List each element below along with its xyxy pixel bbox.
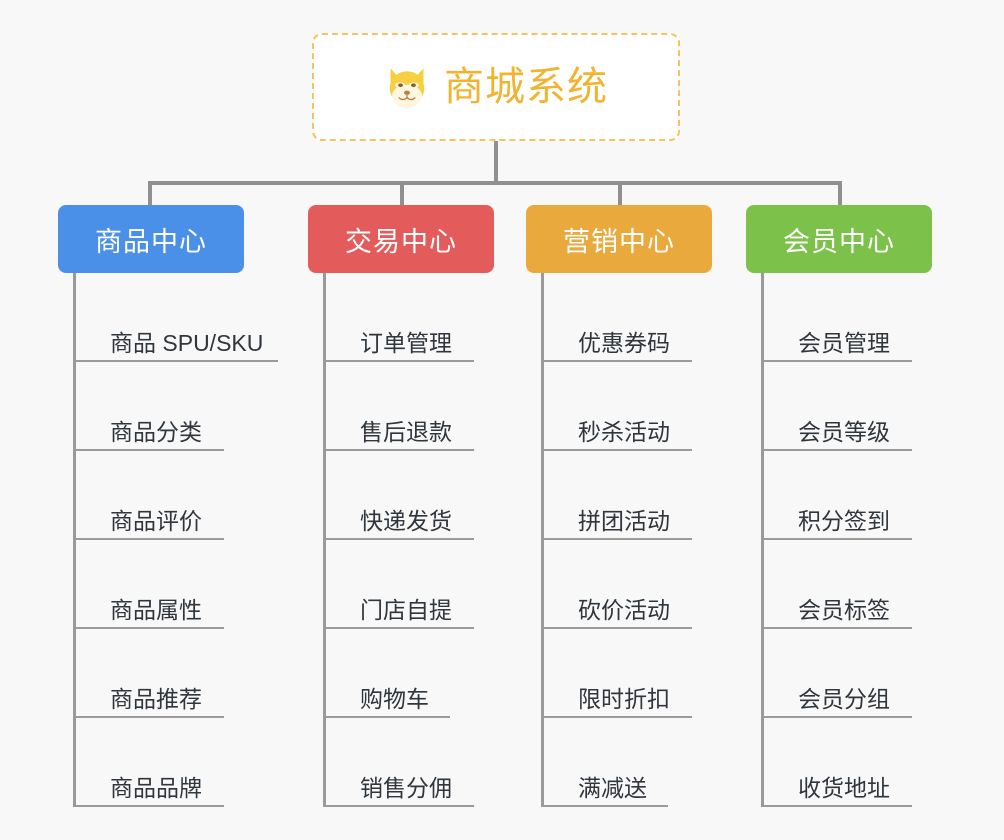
- list-item[interactable]: 砍价活动: [544, 540, 712, 629]
- leaf-label: 订单管理: [360, 329, 452, 356]
- leaf-label: 拼团活动: [578, 507, 670, 534]
- leaf-underline: [544, 805, 668, 807]
- category-header-trade-center[interactable]: 交易中心: [308, 205, 494, 273]
- column-trade-center: 交易中心 订单管理 售后退款 快递发货 门店自提 购物车: [308, 205, 494, 807]
- leaf-underline: [764, 360, 912, 362]
- leaf-label: 积分签到: [798, 507, 890, 534]
- list-item[interactable]: 购物车: [326, 629, 494, 718]
- list-item[interactable]: 快递发货: [326, 451, 494, 540]
- connector-root-stem: [494, 141, 498, 183]
- list-item[interactable]: 会员管理: [764, 273, 932, 362]
- connector-drop-trade-center: [400, 181, 404, 205]
- list-item[interactable]: 商品品牌: [76, 718, 244, 807]
- leaf-underline: [544, 627, 692, 629]
- leaf-label: 会员标签: [798, 596, 890, 623]
- leaf-underline: [326, 627, 474, 629]
- connector-drop-marketing-center: [618, 181, 622, 205]
- leaf-underline: [544, 360, 692, 362]
- list-item[interactable]: 拼团活动: [544, 451, 712, 540]
- list-item[interactable]: 会员等级: [764, 362, 932, 451]
- category-header-marketing-center[interactable]: 营销中心: [526, 205, 712, 273]
- list-item[interactable]: 满减送: [544, 718, 712, 807]
- list-item[interactable]: 商品分类: [76, 362, 244, 451]
- root-node-label: 商城系统: [444, 65, 608, 109]
- leaf-underline: [544, 716, 692, 718]
- list-item[interactable]: 限时折扣: [544, 629, 712, 718]
- connector-drop-product-center: [148, 181, 152, 205]
- leaf-label: 会员等级: [798, 418, 890, 445]
- list-item[interactable]: 门店自提: [326, 540, 494, 629]
- category-label: 商品中心: [95, 226, 207, 257]
- leaf-list-marketing-center: 优惠券码 秒杀活动 拼团活动 砍价活动 限时折扣 满减送: [541, 273, 712, 807]
- list-item[interactable]: 商品属性: [76, 540, 244, 629]
- leaf-label: 收货地址: [798, 774, 890, 801]
- leaf-label: 会员分组: [798, 685, 890, 712]
- connector-drop-member-center: [838, 181, 842, 205]
- leaf-underline: [764, 449, 912, 451]
- leaf-label: 砍价活动: [578, 596, 670, 623]
- list-item[interactable]: 售后退款: [326, 362, 494, 451]
- list-item[interactable]: 积分签到: [764, 451, 932, 540]
- leaf-underline: [76, 627, 224, 629]
- column-product-center: 商品中心 商品 SPU/SKU 商品分类 商品评价 商品属性 商品推荐: [58, 205, 278, 807]
- list-item[interactable]: 收货地址: [764, 718, 932, 807]
- leaf-underline: [326, 805, 474, 807]
- leaf-label: 快递发货: [360, 507, 452, 534]
- leaf-underline: [76, 805, 224, 807]
- connector-horizontal-bus: [148, 181, 840, 185]
- leaf-list-product-center: 商品 SPU/SKU 商品分类 商品评价 商品属性 商品推荐 商品品牌: [73, 273, 278, 807]
- leaf-underline: [326, 716, 450, 718]
- list-item[interactable]: 会员分组: [764, 629, 932, 718]
- leaf-underline: [76, 716, 224, 718]
- leaf-underline: [76, 449, 224, 451]
- leaf-underline: [76, 538, 224, 540]
- category-label: 交易中心: [345, 226, 457, 257]
- leaf-underline: [326, 449, 474, 451]
- root-node-mall-system[interactable]: 商城系统: [312, 33, 680, 141]
- leaf-label: 商品 SPU/SKU: [110, 329, 264, 356]
- column-member-center: 会员中心 会员管理 会员等级 积分签到 会员标签 会员分组: [746, 205, 932, 807]
- list-item[interactable]: 销售分佣: [326, 718, 494, 807]
- leaf-underline: [544, 449, 692, 451]
- leaf-list-member-center: 会员管理 会员等级 积分签到 会员标签 会员分组 收货地址: [761, 273, 932, 807]
- leaf-label: 优惠券码: [578, 329, 670, 356]
- list-item[interactable]: 订单管理: [326, 273, 494, 362]
- leaf-label: 购物车: [360, 685, 429, 712]
- leaf-label: 满减送: [578, 774, 647, 801]
- leaf-label: 售后退款: [360, 418, 452, 445]
- leaf-underline: [544, 538, 692, 540]
- leaf-label: 商品属性: [110, 596, 202, 623]
- leaf-label: 秒杀活动: [578, 418, 670, 445]
- list-item[interactable]: 会员标签: [764, 540, 932, 629]
- leaf-label: 商品评价: [110, 507, 202, 534]
- leaf-underline: [764, 538, 912, 540]
- leaf-list-trade-center: 订单管理 售后退款 快递发货 门店自提 购物车 销售分佣: [323, 273, 494, 807]
- column-marketing-center: 营销中心 优惠券码 秒杀活动 拼团活动 砍价活动 限时折扣: [526, 205, 712, 807]
- leaf-underline: [326, 360, 474, 362]
- list-item[interactable]: 商品 SPU/SKU: [76, 273, 278, 362]
- category-label: 会员中心: [783, 226, 895, 257]
- leaf-label: 销售分佣: [360, 774, 452, 801]
- shiba-dog-face-icon: [389, 68, 425, 109]
- leaf-label: 商品品牌: [110, 774, 202, 801]
- leaf-label: 限时折扣: [578, 685, 670, 712]
- leaf-label: 门店自提: [360, 596, 452, 623]
- leaf-label: 商品分类: [110, 418, 202, 445]
- category-header-product-center[interactable]: 商品中心: [58, 205, 244, 273]
- category-label: 营销中心: [563, 226, 675, 257]
- leaf-label: 会员管理: [798, 329, 890, 356]
- leaf-label: 商品推荐: [110, 685, 202, 712]
- category-header-member-center[interactable]: 会员中心: [746, 205, 932, 273]
- list-item[interactable]: 优惠券码: [544, 273, 712, 362]
- list-item[interactable]: 秒杀活动: [544, 362, 712, 451]
- leaf-underline: [326, 538, 474, 540]
- list-item[interactable]: 商品推荐: [76, 629, 244, 718]
- leaf-underline: [764, 805, 912, 807]
- leaf-underline: [764, 716, 912, 718]
- leaf-underline: [76, 360, 278, 362]
- list-item[interactable]: 商品评价: [76, 451, 244, 540]
- leaf-underline: [764, 627, 912, 629]
